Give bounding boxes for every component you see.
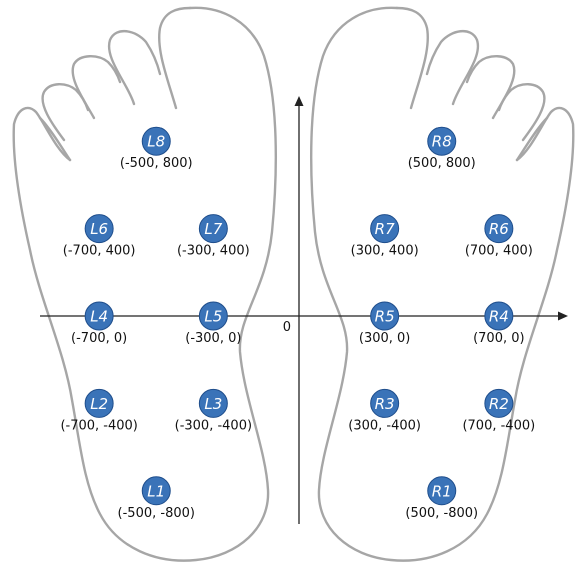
sensor-marker <box>370 214 400 244</box>
sensor-marker <box>198 301 228 331</box>
sensor-l7: L7 (-300, 400) <box>177 214 250 259</box>
sensor-l1: L1 (-500, -800) <box>118 476 195 521</box>
axes: 0 <box>40 96 568 524</box>
sensor-id-label: R2 <box>489 395 509 413</box>
left-big-toe <box>158 6 192 110</box>
sensor-id-label: L5 <box>204 308 222 326</box>
y-axis-arrow <box>294 96 304 106</box>
sensor-marker <box>141 126 171 156</box>
sensor-r2: R2 (700, -400) <box>462 388 535 433</box>
sensor-r3: R3 (300, -400) <box>348 388 421 433</box>
right-fifth-toe <box>515 116 549 162</box>
sensor-l6: L6 (-700, 400) <box>63 214 136 259</box>
sensor-marker <box>84 214 114 244</box>
sensor-id-label: L1 <box>147 482 165 500</box>
sensor-marker <box>427 126 457 156</box>
sensor-id-label: L4 <box>90 308 108 326</box>
sensor-marker <box>141 476 171 506</box>
sensor-r1: R1 (500, -800) <box>405 476 478 521</box>
left-foot-outline <box>12 6 277 562</box>
sensor-id-label: L7 <box>204 220 222 238</box>
sensor-id-label: L6 <box>90 220 108 238</box>
sensor-coordinate-label: (-500, 800) <box>120 156 193 171</box>
left-foot-sole <box>12 6 277 562</box>
sensor-l3: L3 (-300, -400) <box>175 388 252 433</box>
sensor-id-label: R7 <box>375 220 395 238</box>
sensor-coordinate-label: (-300, 0) <box>185 331 241 346</box>
sensor-coordinate-label: (-700, -400) <box>60 418 137 433</box>
sensor-marker <box>198 388 228 418</box>
sensor-marker <box>484 214 514 244</box>
right-third-toe <box>465 55 516 120</box>
sensor-coordinate-label: (-700, 400) <box>63 244 136 259</box>
sensor-id-label: L2 <box>90 395 108 413</box>
right-foot-sole <box>310 6 575 562</box>
sensor-id-label: L8 <box>147 133 165 151</box>
left-second-toe <box>107 30 162 106</box>
sensor-id-label: R3 <box>375 395 395 413</box>
sensor-coordinate-label: (700, 0) <box>473 331 525 346</box>
sensor-coordinate-label: (500, -800) <box>405 506 478 521</box>
sensor-l5: L5 (-300, 0) <box>185 301 241 346</box>
sensor-coordinate-label: (-300, 400) <box>177 244 250 259</box>
sensor-marker <box>484 388 514 418</box>
origin-label: 0 <box>283 320 291 335</box>
sensor-r4: R4 (700, 0) <box>473 301 525 346</box>
sensor-r5: R5 (300, 0) <box>359 301 411 346</box>
sensor-coordinate-label: (-500, -800) <box>118 506 195 521</box>
sensor-id-label: R1 <box>432 482 452 500</box>
sensor-id-label: R4 <box>489 308 509 326</box>
left-fifth-toe <box>38 116 72 162</box>
sensor-marker <box>84 301 114 331</box>
sensor-id-label: R8 <box>432 133 452 151</box>
sensor-id-label: R5 <box>375 308 395 326</box>
sensor-marker <box>484 301 514 331</box>
right-fourth-toe <box>497 83 546 142</box>
sensor-id-label: R6 <box>489 220 509 238</box>
sensor-coordinate-label: (500, 800) <box>408 156 476 171</box>
sensor-coordinate-label: (300, 400) <box>351 244 419 259</box>
sensor-coordinate-label: (700, -400) <box>462 418 535 433</box>
sensor-marker <box>370 388 400 418</box>
left-fourth-toe <box>41 83 90 142</box>
sensor-id-label: L3 <box>204 395 222 413</box>
sensor-coordinate-label: (700, 400) <box>465 244 533 259</box>
sensor-marker <box>370 301 400 331</box>
sensor-r6: R6 (700, 400) <box>465 214 533 259</box>
right-foot-outline <box>310 6 575 562</box>
sensor-marker <box>198 214 228 244</box>
sensor-coordinate-label: (300, 0) <box>359 331 411 346</box>
sensor-coordinate-label: (-300, -400) <box>175 418 252 433</box>
sensor-r7: R7 (300, 400) <box>351 214 419 259</box>
right-second-toe <box>425 30 480 106</box>
left-third-toe <box>71 55 122 120</box>
sensor-r8: R8 (500, 800) <box>408 126 476 171</box>
sensor-marker <box>84 388 114 418</box>
sensor-l2: L2 (-700, -400) <box>60 388 138 433</box>
sensor-l4: L4 (-700, 0) <box>71 301 127 346</box>
sensor-group: L8(-500, 800)L6(-700, 400)L7(-300, 400)L… <box>60 126 535 521</box>
x-axis-arrow <box>558 311 568 321</box>
sensor-l8: L8 (-500, 800) <box>120 126 193 171</box>
right-big-toe <box>395 6 429 110</box>
sensor-coordinate-label: (300, -400) <box>348 418 421 433</box>
sensor-marker <box>427 476 457 506</box>
sensor-coordinate-label: (-700, 0) <box>71 331 127 346</box>
